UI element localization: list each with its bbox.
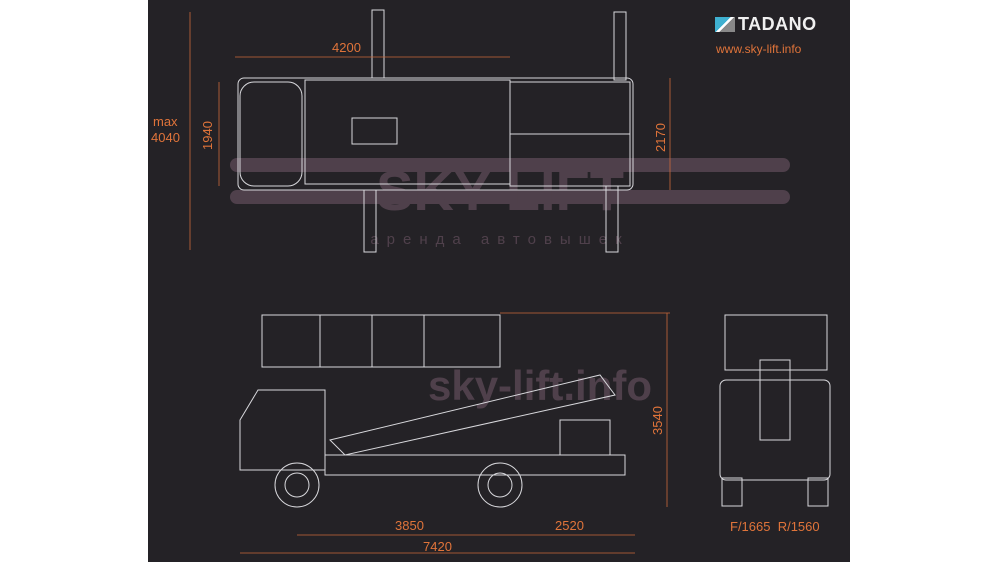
side-view	[239, 312, 670, 554]
watermark: SKY LIFT аренда автовышек sky-lift.info	[230, 158, 790, 409]
dim-outrigger-length: 4200	[332, 40, 361, 55]
tadano-logo-icon	[715, 17, 735, 32]
dim-rear-width: 2170	[653, 123, 668, 152]
dim-rear-overhang: 2520	[555, 518, 584, 533]
rear-view	[719, 314, 831, 507]
dim-max-label: max	[153, 114, 178, 129]
dim-height: 3540	[650, 406, 665, 435]
tadano-logo: TADANO	[715, 14, 817, 35]
watermark-center: sky-lift.info	[428, 362, 652, 409]
watermark-subtext: аренда автовышек	[370, 231, 629, 248]
dim-total-length: 7420	[423, 539, 452, 554]
dim-wheelbase: 3850	[395, 518, 424, 533]
dim-cab-width: 1940	[200, 121, 215, 150]
top-view	[189, 9, 671, 253]
dim-outrigger-width: 4040	[151, 130, 180, 145]
technical-drawing: SKY LIFT аренда автовышек sky-lift.info	[151, 9, 831, 554]
website-link[interactable]: www.sky-lift.info	[716, 42, 802, 56]
logo-text: TADANO	[738, 14, 817, 34]
dim-track: F/1665 R/1560	[730, 519, 820, 534]
drawing-canvas: SKY LIFT аренда автовышек sky-lift.info	[148, 0, 850, 562]
